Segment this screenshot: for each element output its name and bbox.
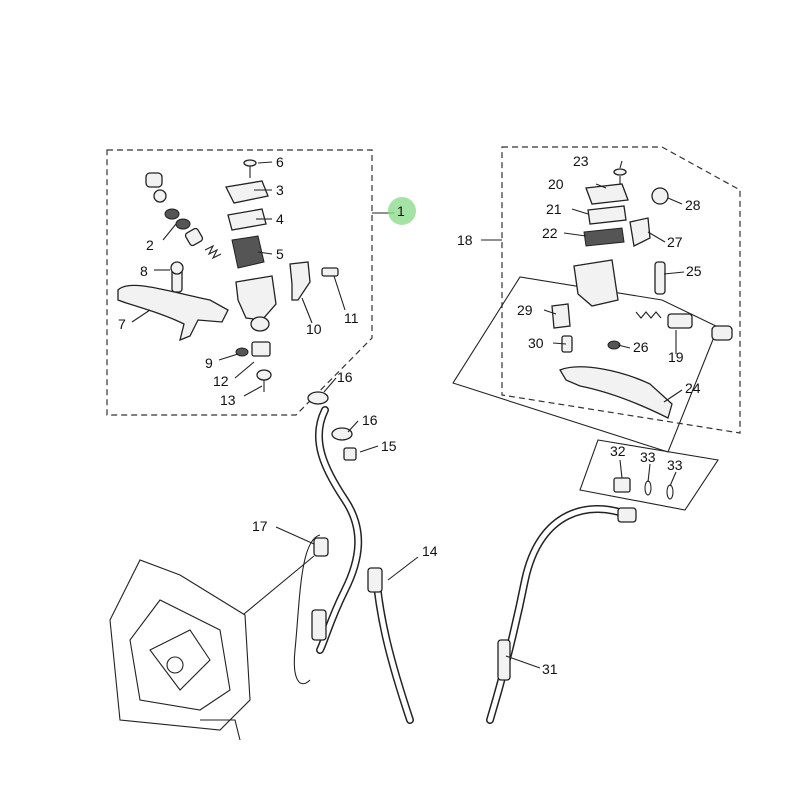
right-assembly-box [501, 146, 741, 434]
callout-32[interactable]: 32 [610, 443, 626, 459]
callout-26[interactable]: 26 [633, 339, 649, 355]
callout-28[interactable]: 28 [685, 197, 701, 213]
callout-13[interactable]: 13 [220, 392, 236, 408]
callout-17[interactable]: 17 [252, 518, 268, 534]
callout-labels: 1 2 3 4 5 6 7 8 9 10 11 12 13 14 15 16 1… [118, 153, 702, 677]
right-hose-parts-box [579, 439, 719, 511]
callout-8[interactable]: 8 [140, 263, 148, 279]
callout-4[interactable]: 4 [276, 211, 284, 227]
frame-bracket [109, 559, 251, 741]
callout-16-upper[interactable]: 16 [337, 369, 353, 385]
callout-33-left[interactable]: 33 [640, 449, 656, 465]
callout-14[interactable]: 14 [422, 543, 438, 559]
callout-33-right[interactable]: 33 [667, 457, 683, 473]
callout-27[interactable]: 27 [667, 234, 683, 250]
callout-20[interactable]: 20 [548, 176, 564, 192]
callout-30[interactable]: 30 [528, 335, 544, 351]
callout-11[interactable]: 11 [344, 310, 359, 326]
callout-5[interactable]: 5 [276, 246, 284, 262]
callout-7[interactable]: 7 [118, 316, 126, 332]
callout-2[interactable]: 2 [146, 237, 154, 253]
callout-24[interactable]: 24 [685, 380, 701, 396]
callout-22[interactable]: 22 [542, 225, 558, 241]
callout-6[interactable]: 6 [276, 154, 284, 170]
callout-15[interactable]: 15 [381, 438, 397, 454]
left-assembly-box [106, 149, 373, 416]
leader-lines [131, 160, 685, 669]
callout-16-lower[interactable]: 16 [362, 412, 378, 428]
callout-25[interactable]: 25 [686, 263, 702, 279]
callout-12[interactable]: 12 [213, 373, 229, 389]
left-parts [117, 159, 339, 392]
brake-hoses [293, 391, 632, 724]
right-parts [551, 168, 733, 523]
callout-10[interactable]: 10 [306, 321, 322, 337]
callout-18[interactable]: 18 [457, 232, 473, 248]
callout-9[interactable]: 9 [205, 355, 213, 371]
callout-19[interactable]: 19 [668, 349, 684, 365]
callout-29[interactable]: 29 [517, 302, 533, 318]
callout-31[interactable]: 31 [542, 661, 558, 677]
callout-3[interactable]: 3 [276, 182, 284, 198]
callout-23[interactable]: 23 [573, 153, 589, 169]
callout-21[interactable]: 21 [546, 201, 562, 217]
callout-1-highlight[interactable] [388, 197, 416, 225]
callout-1[interactable]: 1 [397, 203, 405, 219]
